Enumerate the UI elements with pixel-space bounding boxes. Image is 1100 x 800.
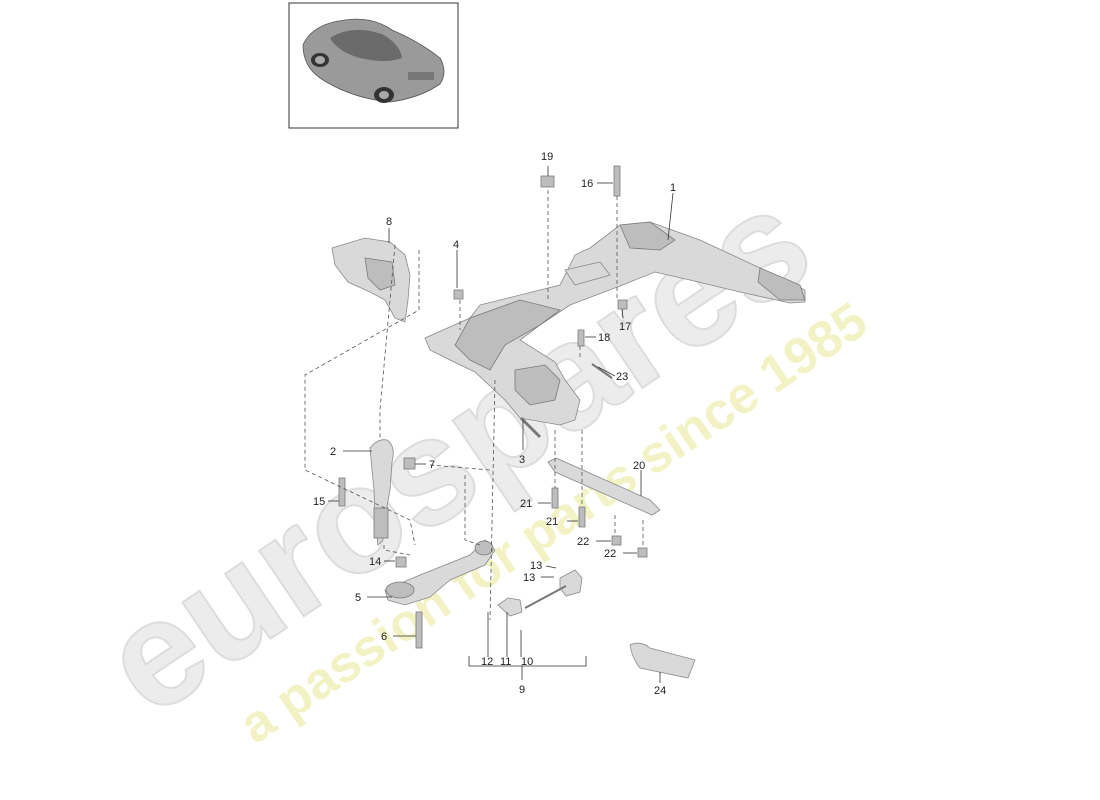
bolt-15 xyxy=(338,477,346,507)
callout-2: 2 xyxy=(330,446,336,458)
callout-14: 14 xyxy=(369,556,381,568)
fasteners xyxy=(338,165,648,649)
control-arm-part xyxy=(384,539,496,606)
pin-23 xyxy=(591,363,613,379)
callout-8: 8 xyxy=(386,216,392,228)
subframe-part xyxy=(424,221,806,426)
clip-19 xyxy=(540,175,555,188)
callout-21a: 21 xyxy=(520,498,532,510)
callout-21b: 21 xyxy=(546,516,558,528)
leader-lines xyxy=(328,166,674,683)
bolt-6 xyxy=(415,611,423,649)
nut-17 xyxy=(617,299,628,310)
bracket-part xyxy=(331,237,411,323)
sensor-bracket-part xyxy=(497,569,583,617)
callout-23: 23 xyxy=(616,371,628,383)
callout-17: 17 xyxy=(619,321,631,333)
callout-5: 5 xyxy=(355,592,361,604)
strut-part xyxy=(369,439,394,546)
callout-6: 6 xyxy=(381,631,387,643)
callout-7: 7 xyxy=(429,459,435,471)
callout-22b: 22 xyxy=(604,548,616,560)
callout-12: 12 xyxy=(481,656,493,668)
nut-22a xyxy=(611,535,622,546)
bolt-18 xyxy=(577,329,585,347)
callout-24: 24 xyxy=(654,685,666,697)
callout-1: 1 xyxy=(670,182,676,194)
callout-11: 11 xyxy=(500,656,511,668)
callout-4: 4 xyxy=(453,239,459,251)
car-icon xyxy=(302,18,445,103)
callout-labels: 1 2 3 4 5 6 7 8 9 10 11 12 13 13 14 15 1… xyxy=(313,151,676,697)
callout-13b: 13 xyxy=(523,572,535,584)
callout-3: 3 xyxy=(519,454,525,466)
cover-part xyxy=(629,642,696,679)
callout-19: 19 xyxy=(541,151,553,163)
assembly-lines xyxy=(304,190,644,621)
callout-15: 15 xyxy=(313,496,325,508)
vehicle-thumbnail xyxy=(288,2,459,129)
callout-18: 18 xyxy=(598,332,610,344)
callout-20: 20 xyxy=(633,460,645,472)
nut-14 xyxy=(395,556,407,568)
nut-7 xyxy=(403,457,416,470)
callout-13a: 13 xyxy=(530,560,542,572)
watermark: eurospares a passion for parts since 198… xyxy=(73,154,878,755)
nut-4 xyxy=(453,289,464,300)
stud-16 xyxy=(613,165,621,197)
callout-16: 16 xyxy=(581,178,593,190)
callout-9: 9 xyxy=(519,684,525,696)
bolt-3 xyxy=(519,416,542,439)
bolt-21a xyxy=(551,487,559,509)
callout-10: 10 xyxy=(521,656,533,668)
bolt-21b xyxy=(578,506,586,528)
callout-22a: 22 xyxy=(577,536,589,548)
nut-22b xyxy=(637,547,648,558)
